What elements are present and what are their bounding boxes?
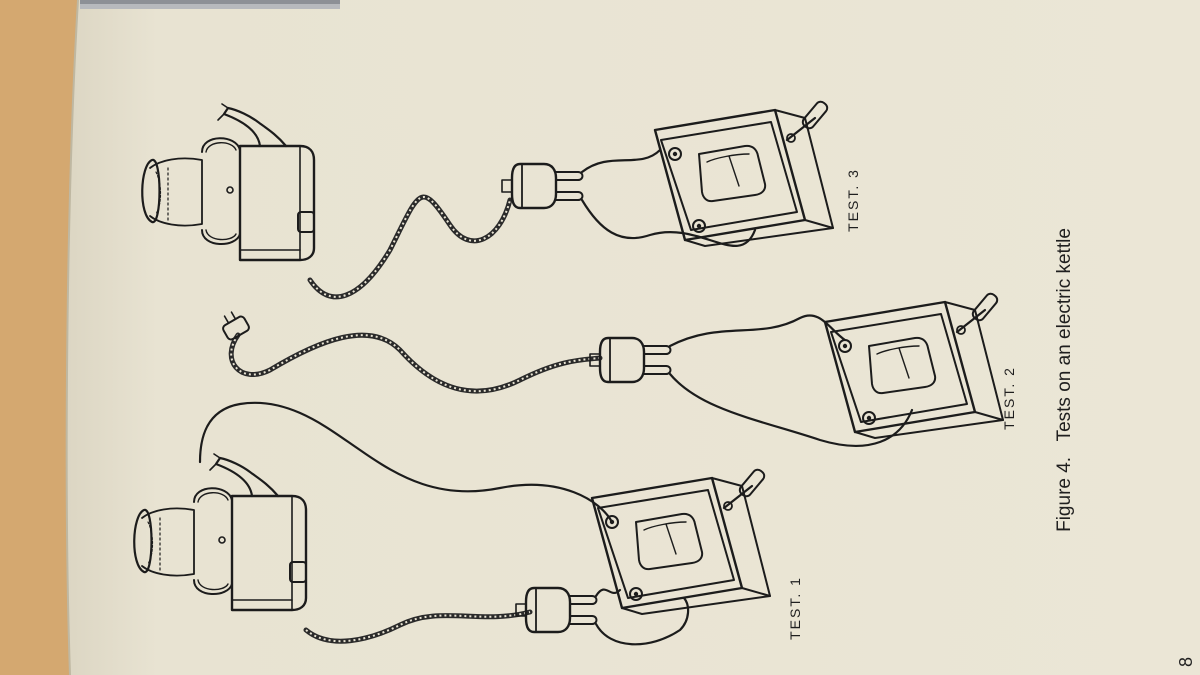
page-number: 8 — [1176, 657, 1196, 667]
test3-assembly — [141, 98, 835, 300]
top-page-edge — [80, 0, 340, 9]
test2-label: TEST. 2 — [1001, 366, 1017, 430]
test3-label: TEST. 3 — [845, 168, 861, 232]
test1-assembly — [133, 401, 772, 646]
test2-flex-connector — [222, 311, 250, 341]
test1-label: TEST. 1 — [787, 576, 803, 640]
figure-caption: Figure 4. Tests on an electric kettle — [1054, 228, 1075, 532]
test2-assembly — [222, 290, 1005, 447]
